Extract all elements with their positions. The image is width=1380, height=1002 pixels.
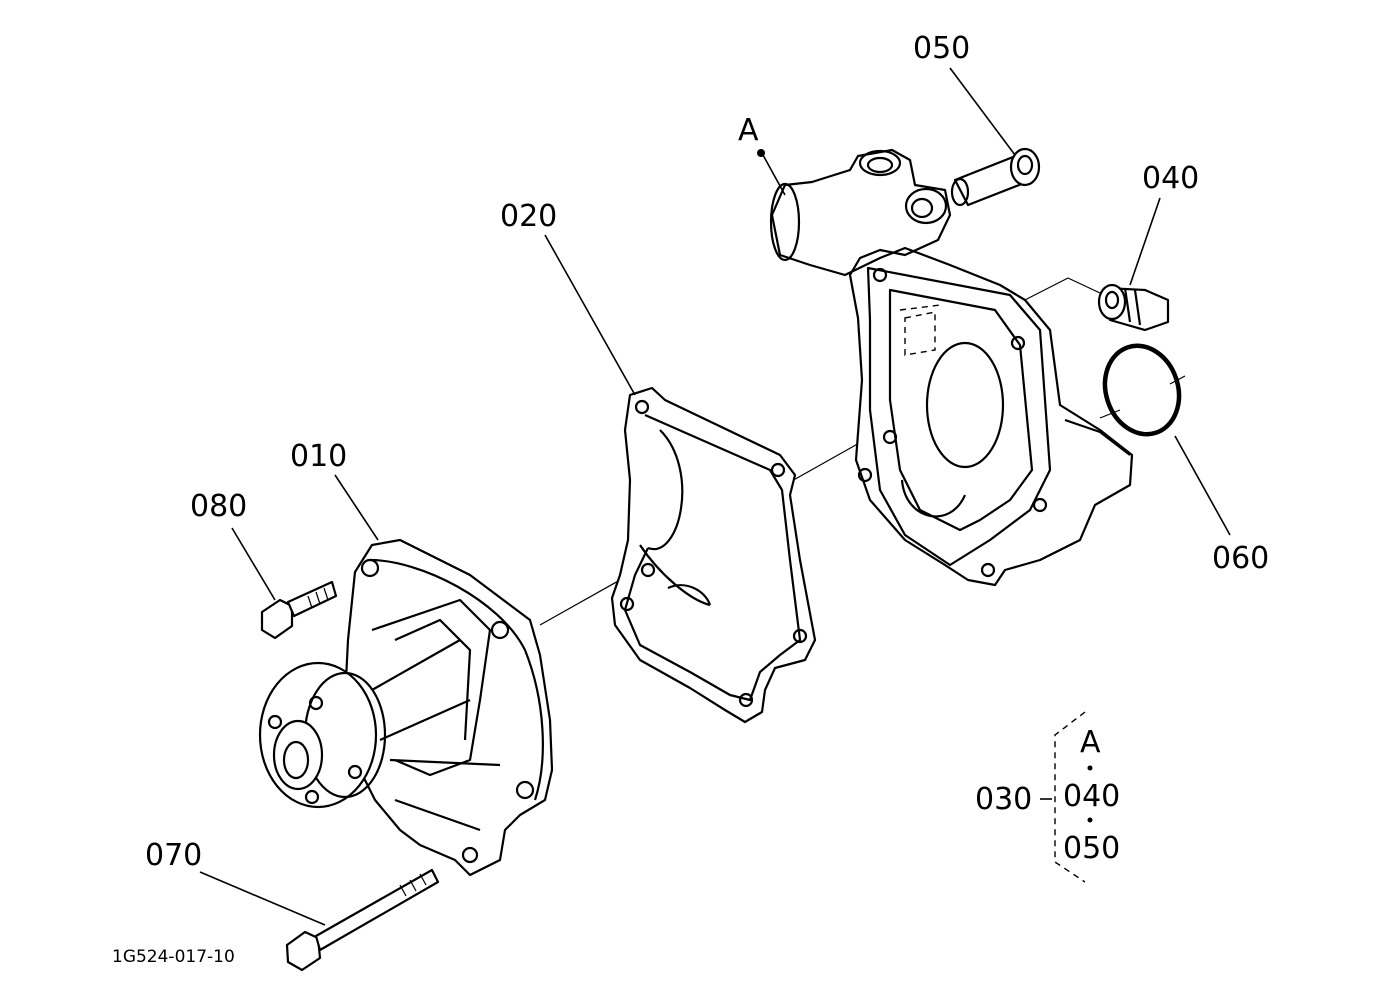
pump-housing-part-030 bbox=[769, 148, 1134, 587]
group-item-040: 040 bbox=[1063, 779, 1120, 814]
point-a-marker bbox=[757, 149, 765, 157]
water-pump-body-part-010 bbox=[258, 538, 554, 877]
bolt-part-070 bbox=[285, 868, 440, 972]
callout-010: 010 bbox=[290, 439, 347, 474]
callout-080: 080 bbox=[190, 489, 247, 524]
assembly-group-030: 030 A 040 050 bbox=[975, 711, 1120, 883]
callout-labels: 020 010 080 070 050 040 060 A bbox=[145, 31, 1269, 873]
leader-lines bbox=[199, 67, 1231, 926]
nipple-part-040 bbox=[1097, 283, 1170, 332]
o-ring-part-060 bbox=[1102, 343, 1182, 437]
callout-070: 070 bbox=[145, 838, 202, 873]
callout-a: A bbox=[738, 113, 759, 148]
callout-020: 020 bbox=[500, 199, 557, 234]
callout-060: 060 bbox=[1212, 541, 1269, 576]
group-item-a: A bbox=[1080, 725, 1101, 760]
drawing-number: 1G524-017-10 bbox=[112, 947, 235, 967]
group-label-030: 030 bbox=[975, 782, 1032, 817]
bolt-part-080 bbox=[260, 580, 338, 640]
pipe-part-050 bbox=[950, 147, 1041, 207]
callout-040: 040 bbox=[1142, 161, 1199, 196]
callout-050: 050 bbox=[913, 31, 970, 66]
gasket-part-020 bbox=[610, 386, 817, 724]
group-item-050: 050 bbox=[1063, 831, 1120, 866]
